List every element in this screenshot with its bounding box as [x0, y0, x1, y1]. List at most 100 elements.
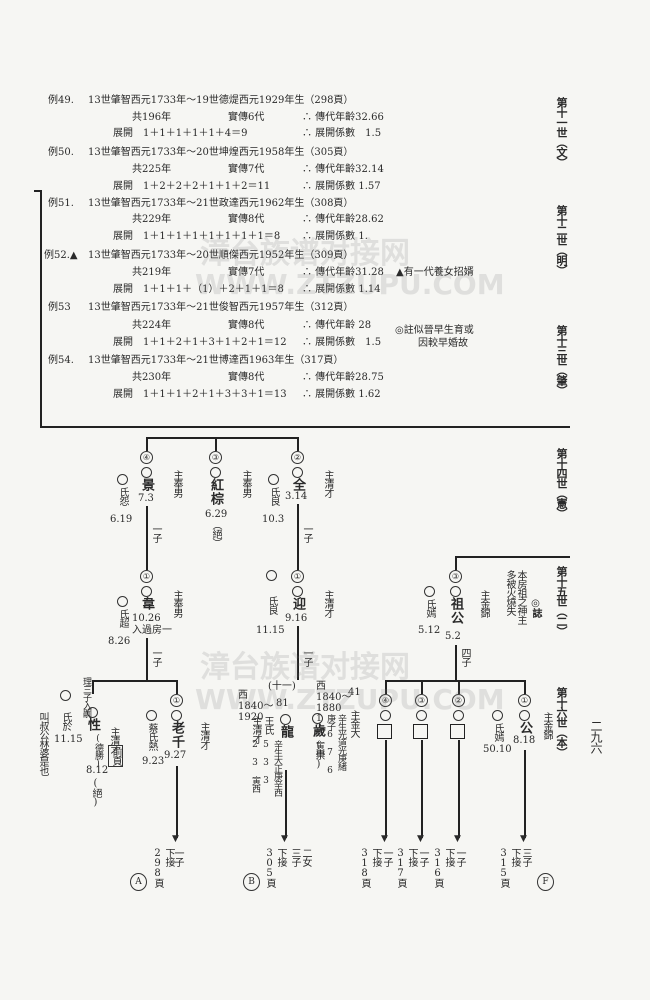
arrow-icon: ▼: [417, 834, 424, 844]
person-marker: [280, 714, 291, 725]
birth-death-dates: 辛生光道光庚緒庚子6 7 6 12 寅申: [314, 714, 346, 775]
spouse-age: 6.19: [110, 514, 133, 525]
child-count: 一子: [172, 848, 183, 866]
order-number: (十一): [268, 681, 296, 692]
person-name: 歲: [310, 724, 325, 738]
person-marker: [171, 710, 182, 721]
gen16-drop: [458, 680, 460, 694]
spouse-name: 氏於: [60, 712, 71, 730]
person-marker: [312, 713, 323, 724]
branch-tag: A: [130, 873, 147, 891]
descent-line: [297, 504, 299, 570]
person-marker: [141, 467, 152, 478]
continuation-ref: 下接318頁: [359, 848, 381, 887]
spouse-marker: [60, 690, 71, 701]
example-stat2: ∴ 展開係數 1.5: [302, 128, 382, 139]
example-gen: 實傳8代: [228, 320, 265, 331]
example-label: 例54.: [48, 355, 74, 366]
branch-tag: B: [243, 873, 260, 891]
example-gen: 實傳8代: [228, 214, 265, 225]
descent-line: [285, 770, 287, 838]
example-title: 13世肇智西元1733年～19世德煶西元1929年生（298頁）: [88, 95, 354, 106]
watermark-en: WWW.ZTZUPU.COM: [195, 268, 505, 301]
person-name: 老千: [169, 721, 184, 749]
person-marker: [453, 710, 464, 721]
gen16-drop: [421, 680, 423, 694]
person-marker: [416, 710, 427, 721]
person-marker: [292, 586, 303, 597]
spouse-marker: [268, 474, 279, 485]
example-years: 共224年: [132, 320, 172, 331]
adoption-note: 理三子入嗣: [81, 677, 91, 717]
person-marker: [380, 710, 391, 721]
example-formula: 展開 1＋1＋1＋1＋1＋4＝9: [113, 128, 248, 139]
order-number: ④: [379, 694, 392, 707]
example-stat1: ∴ 傳代年齡28.75: [302, 372, 384, 383]
side-note: 叫叔公林婆是也: [37, 712, 48, 775]
extinct-note: （絕）: [210, 520, 221, 547]
role-text: 主清才: [322, 470, 333, 497]
spouse-age: 10.3: [262, 514, 285, 525]
generation-label: 第十二世（明）: [555, 205, 568, 275]
generation-label: 第十四世（憲）: [555, 448, 568, 518]
life-years: 西1840〜1920: [238, 690, 274, 723]
person-age: 8.18: [513, 735, 536, 746]
person-marker: [519, 710, 530, 721]
role-text: 主奉男: [171, 470, 182, 497]
example-stat2: ∴ 展開係數 1.57: [302, 181, 381, 192]
example-label: 例49.: [48, 95, 74, 106]
example-years: 共230年: [132, 372, 172, 383]
child-count: 一子: [417, 848, 428, 866]
order-number: ①: [170, 694, 183, 707]
gen14-line: [146, 437, 298, 439]
continuation-ref: 下接298頁: [152, 848, 174, 887]
spouse-name: 氏嫣: [492, 723, 503, 741]
extinct-note: (絕): [90, 778, 101, 807]
example-gen: 實傳8代: [228, 372, 265, 383]
person-name: 迎: [290, 597, 305, 611]
role-text: 主奉男: [240, 470, 251, 497]
spouse-marker: [146, 710, 157, 721]
spouse-name: 氏怨: [117, 487, 128, 505]
order-number: ③: [415, 694, 428, 707]
person-name: 祖公: [448, 597, 463, 625]
example-years: 共225年: [132, 164, 172, 175]
spouse-name: 氏超: [117, 609, 128, 627]
order-number: ③: [209, 451, 222, 464]
unnamed-box: [377, 724, 392, 739]
arrow-icon: ▼: [381, 834, 388, 844]
descent-line: [455, 645, 457, 680]
order-number: ①: [291, 570, 304, 583]
role-text: 主清才: [198, 722, 209, 749]
child-count: 四子: [459, 648, 470, 666]
example-note: ◎註似晉早生育或: [395, 325, 474, 336]
person-age: 8.12: [86, 765, 109, 776]
example-years: 共196年: [132, 112, 172, 123]
example-title: 13世肇智西元1733年～20世坤煌西元1958年生（305頁）: [88, 147, 354, 158]
spouse-age: 8.26: [108, 636, 131, 647]
generation-label: 第十六世（本）: [555, 687, 568, 757]
person-age: 7.3: [138, 493, 154, 504]
watermark-cn: 漳台族谱对接网: [200, 236, 410, 271]
person-name: 龍: [278, 725, 293, 739]
gen15-right-line: [455, 556, 570, 558]
example-stat1: ∴ 傳代年齡32.14: [302, 164, 384, 175]
example-formula: 展開 1＋1＋1＋（1）＋2＋1＋1＝8: [113, 284, 284, 295]
example-stat2: ∴ 展開係數 1.62: [302, 389, 381, 400]
person-age: 6.29: [205, 509, 228, 520]
example-years: 共229年: [132, 214, 172, 225]
unnamed-box: [413, 724, 428, 739]
child-count: 一子: [150, 648, 161, 666]
life-years: 西1840〜1880: [316, 681, 352, 714]
order-number: ①: [518, 694, 531, 707]
example-stat1: ∴ 傳代年齡 28: [302, 320, 372, 331]
spouse-age: 11.15: [256, 625, 285, 636]
person-age: 3.14: [285, 491, 308, 502]
person-note: 入過房一: [132, 625, 172, 636]
example-label: 例53: [48, 302, 71, 313]
example-gen: 實傳7代: [228, 267, 265, 278]
person-note: (德勝): [93, 734, 103, 768]
person-name: 韋: [139, 597, 154, 611]
role-text: 主清才: [108, 727, 119, 754]
watermark-cn: 漳台族谱对接网: [200, 650, 410, 685]
